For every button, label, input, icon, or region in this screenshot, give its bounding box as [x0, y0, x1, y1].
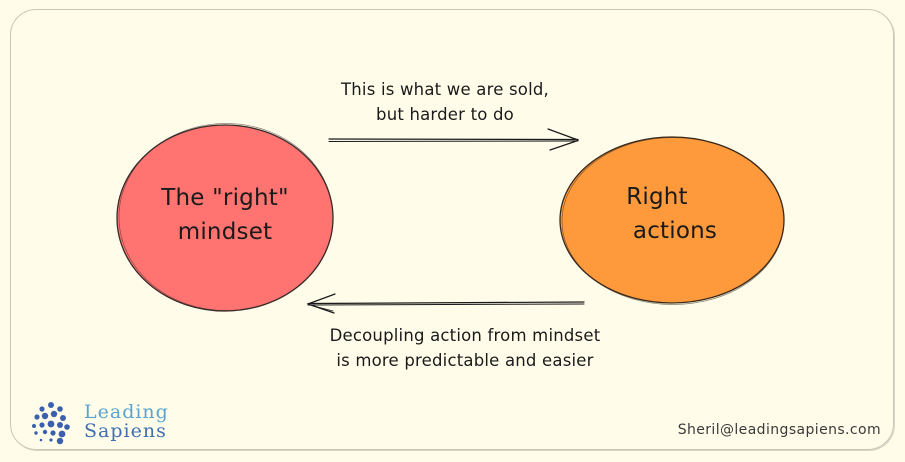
mindset-label: The "right" mindset — [125, 181, 325, 249]
logo-line2: Sapiens — [84, 420, 167, 442]
actions-node — [559, 136, 785, 305]
top-edge-label: This is what we are sold, but harder to … — [290, 77, 600, 127]
arrow-right-icon — [328, 128, 579, 151]
arrow-left-icon — [307, 293, 585, 314]
logo-wordmark: Leading Sapiens — [84, 403, 169, 441]
bottom-edge-label-line2: is more predictable and easier — [336, 351, 594, 370]
card-frame — [10, 9, 894, 450]
logo-line1: Leading — [84, 401, 169, 423]
bottom-edge-label-line1: Decoupling action from mindset — [329, 326, 601, 345]
logo-mark-spacer — [28, 400, 72, 444]
author-email: Sheril@leadingsapiens.com — [677, 422, 881, 438]
top-edge-label-line2: but harder to do — [376, 105, 514, 124]
top-edge-label-line1: This is what we are sold, — [341, 80, 549, 99]
actions-label-line2: actions — [632, 218, 718, 244]
mindset-node — [116, 123, 334, 312]
brand-logo: Leading Sapiens — [28, 400, 169, 444]
mindset-label-line1: The "right" — [161, 185, 289, 211]
actions-label-line1: Right — [626, 184, 688, 210]
leading-sapiens-logo-icon — [32, 402, 70, 445]
bottom-edge-label: Decoupling action from mindset is more p… — [300, 323, 630, 373]
mindset-label-line2: mindset — [177, 219, 273, 245]
actions-label: Right actions — [600, 180, 750, 248]
